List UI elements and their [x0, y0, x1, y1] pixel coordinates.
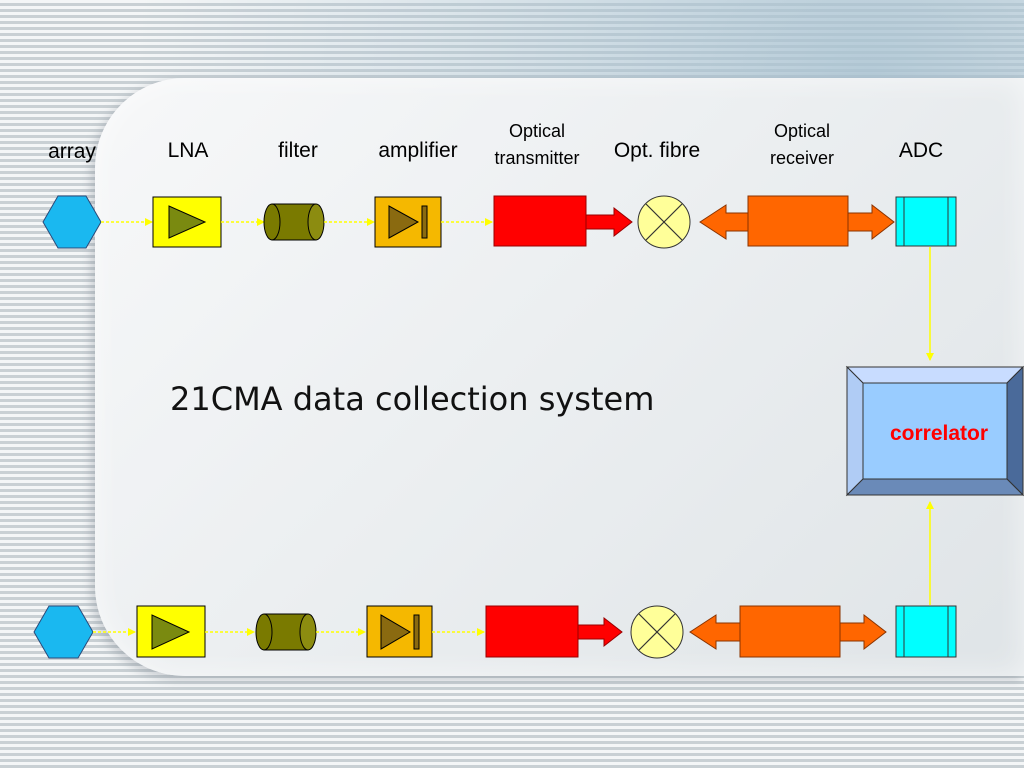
- transmitter-arrow-bottom: [577, 616, 623, 648]
- array-element-bottom: [33, 605, 94, 659]
- label-optical-receiver-2: receiver: [770, 148, 834, 168]
- label-array: array: [48, 140, 96, 163]
- filter-cylinder-top: [263, 203, 325, 241]
- filter-cylinder-bottom: [255, 613, 317, 651]
- amplifier-bar-icon: [421, 205, 428, 239]
- correlator-box: [845, 365, 1024, 497]
- label-lna: LNA: [168, 139, 209, 162]
- signal-chain-bottom: [33, 605, 957, 659]
- signal-chain-top: [42, 195, 957, 249]
- correlator-label: correlator: [890, 422, 988, 445]
- optical-receiver-bottom: [689, 605, 887, 658]
- label-filter: filter: [278, 139, 318, 162]
- opt-fibre-node-bottom: [630, 605, 684, 659]
- adc-box-bottom: [895, 605, 957, 658]
- amplifier-icon: [388, 205, 420, 239]
- transmitter-arrow-top: [585, 206, 633, 238]
- label-adc: ADC: [899, 139, 943, 162]
- label-amplifier: amplifier: [378, 139, 457, 162]
- optical-receiver-top: [699, 195, 895, 247]
- label-optical-transmitter-1: Optical: [509, 121, 565, 141]
- amplifier-icon: [380, 614, 411, 650]
- amplifier-bar-icon: [413, 614, 420, 650]
- adc-box-top: [895, 196, 957, 247]
- diagram-title: 21CMA data collection system: [170, 380, 654, 418]
- amplifier-triangle-icon: [168, 205, 207, 239]
- amplifier-triangle-icon: [151, 614, 191, 650]
- label-optical-transmitter-2: transmitter: [494, 148, 579, 168]
- label-optical-receiver-1: Optical: [774, 121, 830, 141]
- array-element-top: [42, 195, 102, 249]
- optical-transmitter-box-top: [493, 195, 587, 247]
- opt-fibre-node-top: [637, 195, 691, 249]
- label-opt-fibre: Opt. fibre: [614, 139, 700, 162]
- optical-transmitter-box-bottom: [485, 605, 579, 658]
